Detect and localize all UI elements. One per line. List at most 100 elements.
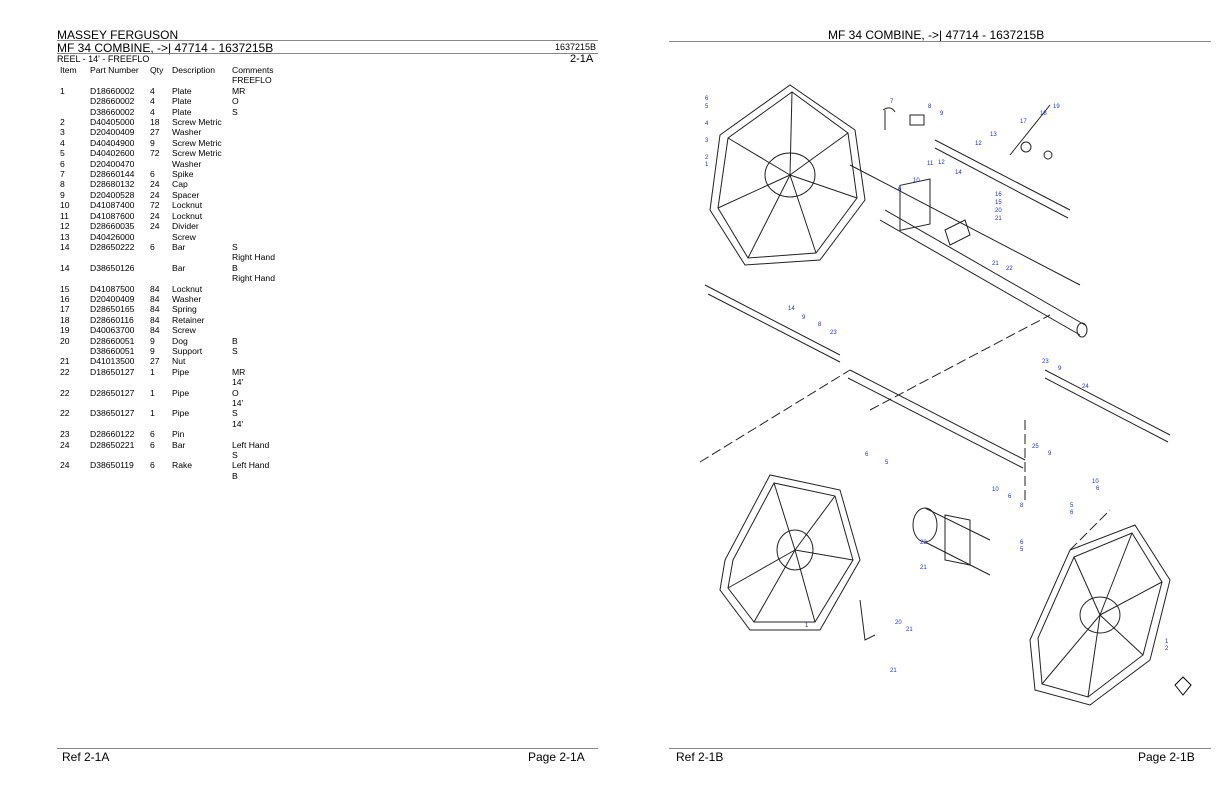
cell-item: 24 bbox=[60, 439, 70, 450]
cell-qty bbox=[150, 263, 172, 273]
cell-qty bbox=[150, 398, 172, 408]
cell-description: Screw bbox=[172, 231, 196, 242]
cell-comments bbox=[232, 148, 292, 158]
cell-item bbox=[57, 75, 90, 85]
cell-part-number: D40404900 bbox=[90, 137, 135, 148]
cell-qty: 6 bbox=[150, 241, 155, 252]
cell-part-number bbox=[90, 450, 150, 460]
cell-comments: S bbox=[232, 241, 238, 252]
cell-qty: 4 bbox=[150, 85, 155, 96]
svg-text:7: 7 bbox=[890, 99, 894, 105]
cell-qty: 4 bbox=[150, 106, 155, 117]
cell-part-number: D20400470 bbox=[90, 158, 135, 169]
cell-comments: B bbox=[232, 262, 238, 273]
cell-qty: 24 bbox=[150, 179, 160, 190]
svg-text:1: 1 bbox=[1165, 639, 1169, 645]
footer-ref: Ref 2-1A bbox=[62, 750, 110, 764]
cell-description bbox=[172, 75, 232, 85]
svg-text:5: 5 bbox=[885, 460, 889, 466]
cell-description: Spring bbox=[172, 304, 197, 315]
cell-item: 15 bbox=[60, 283, 70, 294]
cell-description: Spike bbox=[172, 169, 194, 180]
svg-text:9: 9 bbox=[1058, 366, 1062, 372]
cell-part-number: D28660122 bbox=[90, 429, 135, 440]
cell-item: 2 bbox=[60, 117, 65, 128]
page-id: 2-1A bbox=[570, 53, 594, 65]
svg-text:1: 1 bbox=[805, 623, 809, 629]
divider bbox=[669, 41, 1211, 42]
table-row: B bbox=[57, 471, 292, 481]
cell-item: 8 bbox=[60, 179, 65, 190]
svg-text:1: 1 bbox=[705, 162, 709, 168]
svg-text:6: 6 bbox=[1020, 540, 1024, 546]
cell-description: Bar bbox=[172, 262, 186, 273]
cell-part-number: D41087400 bbox=[90, 200, 135, 211]
reel-spider-bottom-left bbox=[719, 474, 861, 631]
cell-comments: Right Hand bbox=[232, 273, 275, 284]
cell-description bbox=[172, 450, 232, 460]
cell-description: Spacer bbox=[172, 189, 200, 200]
cell-description: Washer bbox=[172, 293, 202, 304]
cell-part-number: D41013500 bbox=[90, 356, 135, 367]
cell-qty: 1 bbox=[150, 366, 155, 377]
cell-comments: 14' bbox=[232, 398, 244, 408]
cell-comments bbox=[232, 127, 292, 137]
cell-part-number: D28660035 bbox=[90, 221, 135, 232]
cell-part-number: D38650127 bbox=[90, 408, 135, 419]
cell-part-number: D28660002 bbox=[90, 96, 135, 107]
cell-comments bbox=[232, 138, 292, 148]
svg-text:5: 5 bbox=[1070, 503, 1074, 509]
svg-text:10: 10 bbox=[1092, 479, 1099, 485]
cell-comments: 14' bbox=[232, 418, 244, 429]
svg-text:20: 20 bbox=[995, 208, 1002, 214]
cell-part-number bbox=[90, 398, 150, 408]
cell-comments bbox=[232, 190, 292, 200]
cell-qty: 84 bbox=[150, 293, 160, 304]
cell-qty bbox=[150, 377, 172, 387]
cell-description bbox=[172, 419, 232, 429]
cell-comments bbox=[232, 211, 292, 221]
cell-description bbox=[172, 377, 232, 387]
table-row: 14' bbox=[57, 398, 292, 408]
cell-qty: 6 bbox=[150, 460, 155, 471]
cell-qty bbox=[150, 159, 172, 169]
table-row: Right Hand bbox=[57, 273, 292, 283]
table-row: 14' bbox=[57, 419, 292, 429]
table-row: Right Hand bbox=[57, 252, 292, 262]
svg-text:8: 8 bbox=[1020, 503, 1024, 509]
cell-part-number: D28680132 bbox=[90, 179, 135, 190]
cell-description: Rake bbox=[172, 460, 193, 471]
svg-text:8: 8 bbox=[928, 104, 932, 110]
cell-item bbox=[57, 107, 90, 117]
cell-qty bbox=[150, 419, 172, 429]
svg-text:3: 3 bbox=[705, 138, 709, 144]
cell-comments: B bbox=[232, 470, 238, 481]
cell-part-number: D40405000 bbox=[90, 117, 135, 128]
cell-description: Bar bbox=[172, 241, 186, 252]
cell-item: 17 bbox=[60, 304, 70, 315]
svg-text:9: 9 bbox=[940, 111, 944, 117]
cell-item: 7 bbox=[60, 169, 65, 180]
cell-description: Pipe bbox=[172, 366, 190, 377]
cell-comments bbox=[232, 429, 292, 439]
svg-text:2: 2 bbox=[1165, 646, 1169, 652]
column-header-part-number: Part Number bbox=[90, 65, 139, 75]
footer-divider bbox=[57, 748, 598, 749]
cell-item bbox=[57, 377, 90, 387]
table-row: FREEFLO bbox=[57, 75, 292, 85]
cell-comments: B bbox=[232, 335, 238, 346]
cell-qty: 72 bbox=[150, 200, 160, 211]
cell-part-number: D40063700 bbox=[90, 325, 135, 336]
cell-description: Nut bbox=[172, 356, 186, 367]
cell-qty: 84 bbox=[150, 304, 160, 315]
cell-part-number: D28660116 bbox=[90, 314, 134, 325]
cell-description: Washer bbox=[172, 158, 202, 169]
svg-text:6: 6 bbox=[1008, 494, 1012, 500]
